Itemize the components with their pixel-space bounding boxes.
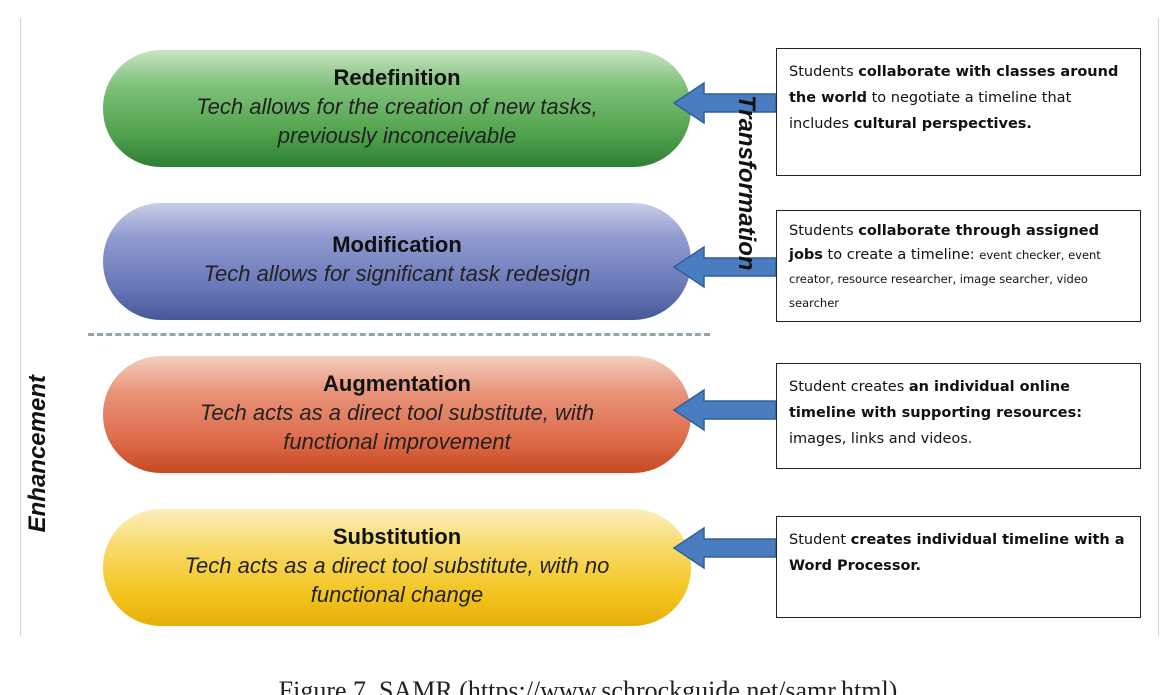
- augmentation-desc-line-2: functional improvement: [283, 429, 511, 454]
- substitution-title: Substitution: [332, 524, 462, 549]
- modification-desc-line-1: Tech allows for significant task redesig…: [203, 261, 591, 286]
- redefinition-arrow: [672, 81, 778, 125]
- modification-pill: Modification Tech allows for significant…: [103, 203, 691, 320]
- augmentation-example-bold-1: an individual online timeline with suppo…: [789, 379, 1083, 421]
- redefinition-example-bold-1: collaborate with classes around the worl…: [789, 64, 1119, 106]
- redefinition-arrow-shape: [672, 81, 777, 125]
- augmentation-title: Augmentation: [323, 371, 471, 396]
- figure-caption: Figure 7. SAMR (https://www.schrockguide…: [278, 676, 898, 695]
- redefinition-example-box: Students collaborate with classes around…: [776, 48, 1141, 176]
- redefinition-example-text-2: to negotiate a timeline that includes: [789, 90, 1072, 132]
- redefinition-example-text-1: Students: [789, 64, 859, 80]
- substitution-example-box: Student creates individual timeline with…: [776, 516, 1141, 618]
- substitution-arrow: [672, 526, 778, 570]
- redefinition-example-bold-2: cultural perspectives.: [853, 116, 1032, 132]
- augmentation-arrow-shape: [672, 388, 777, 432]
- left-border-line: [20, 18, 21, 636]
- substitution-arrow-shape: [672, 526, 777, 570]
- augmentation-example-box: Student creates an individual online tim…: [776, 363, 1141, 469]
- modification-title: Modification: [332, 232, 462, 257]
- substitution-pill: Substitution Tech acts as a direct tool …: [103, 509, 691, 626]
- substitution-desc-line-2: functional change: [310, 582, 484, 607]
- redefinition-desc-line-1: Tech allows for the creation of new task…: [196, 94, 598, 119]
- modification-example-text-1: Students: [789, 223, 859, 239]
- substitution-desc-line-1: Tech acts as a direct tool substitute, w…: [184, 553, 610, 578]
- augmentation-arrow: [672, 388, 778, 432]
- redefinition-desc-line-2: previously inconceivable: [277, 123, 517, 148]
- augmentation-pill: Augmentation Tech acts as a direct tool …: [103, 356, 691, 473]
- augmentation-desc-line-1: Tech acts as a direct tool substitute, w…: [199, 400, 595, 425]
- augmentation-example-text-2: images, links and videos.: [789, 431, 973, 447]
- modification-example-jobs: event checker, event creator, resource r…: [789, 248, 1101, 310]
- modification-arrow: [672, 245, 778, 289]
- substitution-example-text-1: Student: [789, 532, 851, 548]
- enhancement-transformation-divider: [88, 333, 710, 336]
- substitution-example-bold-1: creates individual timeline with a Word …: [789, 532, 1125, 574]
- redefinition-title: Redefinition: [333, 65, 461, 90]
- modification-example-box: Students collaborate through assigned jo…: [776, 210, 1141, 322]
- right-border-line: [1158, 18, 1159, 636]
- transformation-label: Transformation: [733, 95, 760, 271]
- modification-arrow-shape: [672, 245, 777, 289]
- augmentation-example-text-1: Student creates: [789, 379, 909, 395]
- enhancement-label: Enhancement: [24, 375, 51, 533]
- modification-example-text-2: to create a timeline:: [822, 247, 980, 263]
- redefinition-pill: Redefinition Tech allows for the creatio…: [103, 50, 691, 167]
- modification-example-bold-1: collaborate through assigned jobs: [789, 223, 1099, 263]
